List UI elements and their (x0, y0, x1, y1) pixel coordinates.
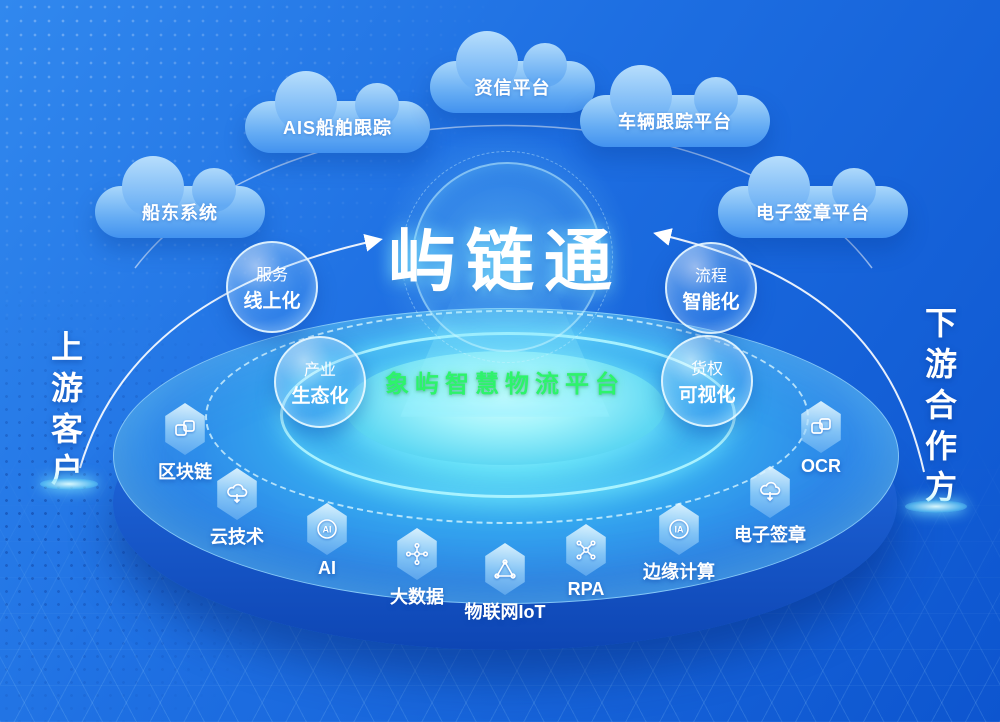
tech-item-e-signature: 电子签章 (710, 466, 830, 547)
tech-label: RPA (567, 579, 605, 599)
cloud-label: AIS船舶跟踪 (282, 118, 392, 138)
tech-label: 边缘计算 (643, 562, 715, 582)
tech-label: 大数据 (390, 587, 444, 607)
cloud-label: 车辆跟踪平台 (618, 112, 732, 132)
ai-chip-icon: AI (307, 503, 347, 555)
bubble-industry-ecosystem: 产业 生态化 (274, 336, 366, 428)
tech-item-blockchain: 区块链 (125, 403, 245, 484)
tech-item-ai: AI AI (267, 503, 387, 579)
rpa-icon (566, 524, 606, 576)
iot-icon (485, 543, 525, 595)
tech-item-ocr: OCR (761, 401, 881, 477)
logo-circuit-ring (401, 151, 613, 363)
tech-item-cloud: 云技术 (177, 468, 297, 549)
bubble-service-online: 服务 线上化 (226, 241, 318, 333)
tech-label: 物联网IoT (464, 602, 546, 622)
downstream-base-ellipse (905, 500, 967, 513)
bubble-line2: 生态化 (291, 386, 349, 407)
tech-label: 区块链 (158, 462, 212, 482)
platform-title: 象屿智慧物流平台 (385, 371, 625, 398)
bubble-line1: 服务 (255, 267, 288, 284)
svg-text:AI: AI (323, 525, 332, 535)
cloud-vehicle-tracking-platform: 车辆跟踪平台 (580, 65, 770, 147)
tech-label: 云技术 (210, 527, 264, 547)
left-flow-arrow (79, 233, 383, 469)
upstream-customers-label: 上游客户 (47, 330, 83, 494)
bubble-process-intelligent: 流程 智能化 (665, 242, 757, 334)
cloud-label: 电子签章平台 (756, 203, 870, 223)
cloud-label: 船东系统 (142, 203, 218, 223)
bubble-line2: 可视化 (678, 385, 736, 406)
cloud-ais-ship-tracking: AIS船舶跟踪 (245, 71, 430, 153)
bubble-line1: 产业 (303, 362, 336, 379)
tech-label: 电子签章 (734, 525, 806, 545)
bubble-line2: 智能化 (682, 292, 740, 313)
svg-text:IA: IA (675, 525, 685, 535)
tech-item-rpa: RPA (526, 524, 646, 600)
tech-label: OCR (801, 456, 841, 476)
upstream-base-ellipse (40, 478, 98, 490)
tech-item-big-data: 大数据 (357, 528, 477, 609)
e-signature-icon (750, 466, 790, 518)
tech-item-iot: 物联网IoT (445, 543, 565, 624)
ocr-icon (801, 401, 841, 453)
cloud-credit-platform: 资信平台 (430, 31, 595, 113)
blockchain-icon (165, 403, 205, 455)
edge-computing-icon: IA (659, 503, 699, 555)
bubble-cargo-rights-visible: 货权 可视化 (661, 335, 753, 427)
cloud-label: 资信平台 (474, 78, 551, 98)
downstream-partners-label: 下游合作方 (921, 306, 957, 511)
bubble-line2: 线上化 (243, 291, 301, 312)
bubble-line1: 货权 (690, 361, 723, 378)
cloud-tech-icon (217, 468, 257, 520)
tech-item-edge-computing: IA 边缘计算 (619, 503, 739, 584)
bubble-line1: 流程 (694, 268, 727, 285)
big-data-icon (397, 528, 437, 580)
cloud-shipowner-system: 船东系统 (95, 156, 265, 238)
brand-logo-text: 屿链通 (387, 224, 623, 300)
cloud-esignature-platform: 电子签章平台 (718, 156, 908, 238)
tech-label: AI (318, 558, 336, 578)
